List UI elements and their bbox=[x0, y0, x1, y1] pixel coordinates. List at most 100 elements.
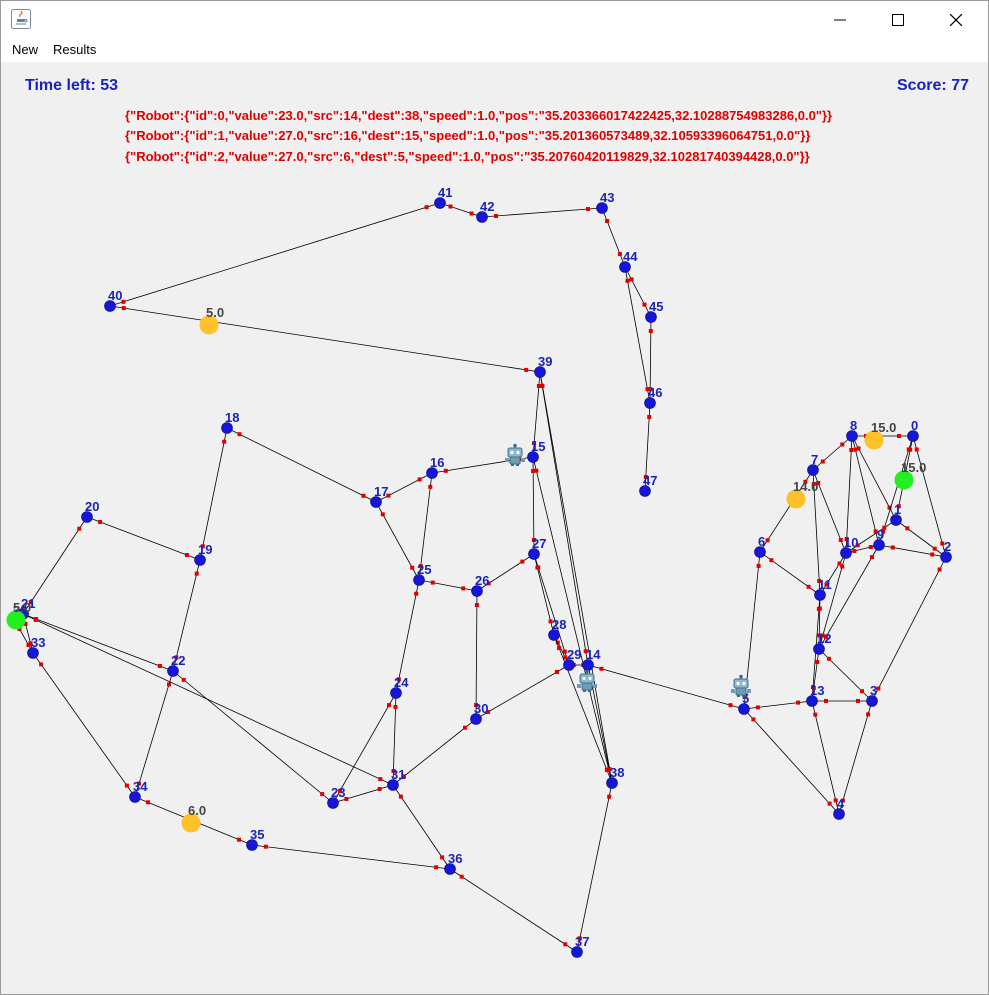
graph-node-2[interactable] bbox=[940, 551, 952, 563]
edge-arrow-marker bbox=[320, 792, 325, 797]
edge-arrow-marker bbox=[827, 656, 831, 661]
edge-24-23 bbox=[332, 692, 397, 804]
edge-arrow-marker bbox=[870, 555, 874, 560]
node-label-38: 38 bbox=[610, 765, 624, 780]
edge-arrow-marker bbox=[607, 794, 612, 799]
minimize-button[interactable] bbox=[811, 1, 869, 38]
edge-arrow-marker bbox=[461, 586, 466, 591]
graph-node-16[interactable] bbox=[426, 467, 438, 479]
graph-node-43[interactable] bbox=[596, 202, 608, 214]
edge-arrow-marker bbox=[398, 794, 403, 799]
graph-node-5[interactable] bbox=[738, 703, 750, 715]
edge-arrow-marker bbox=[428, 484, 433, 489]
node-label-43: 43 bbox=[600, 190, 614, 205]
edge-arrow-marker bbox=[531, 538, 536, 542]
graph-node-39[interactable] bbox=[534, 366, 546, 378]
edge-arrow-marker bbox=[648, 329, 653, 333]
graph-node-19[interactable] bbox=[194, 554, 206, 566]
graph-node-37[interactable] bbox=[571, 946, 583, 958]
edge-arrow-marker bbox=[647, 415, 652, 419]
graph-node-27[interactable] bbox=[528, 548, 540, 560]
menu-new[interactable]: New bbox=[12, 42, 39, 57]
nodes-layer: 0123456789101112131415161718192021222324… bbox=[9, 185, 952, 958]
graph-node-6[interactable] bbox=[754, 546, 766, 558]
node-label-7: 7 bbox=[811, 452, 818, 467]
edge-40-41 bbox=[109, 202, 441, 307]
edge-arrow-marker bbox=[557, 646, 562, 650]
edge-arrow-marker bbox=[414, 591, 419, 596]
graph-node-13[interactable] bbox=[806, 695, 818, 707]
maximize-icon bbox=[892, 13, 904, 26]
graph-node-0[interactable] bbox=[907, 430, 919, 442]
graph-node-36[interactable] bbox=[444, 863, 456, 875]
close-button[interactable] bbox=[927, 1, 985, 38]
edge-arrow-marker bbox=[838, 538, 843, 542]
edge-arrow-marker bbox=[424, 205, 429, 210]
graph-node-42[interactable] bbox=[476, 211, 488, 223]
graph-node-25[interactable] bbox=[413, 574, 425, 586]
graph-node-12[interactable] bbox=[813, 643, 825, 655]
node-label-4: 4 bbox=[837, 796, 845, 811]
graph-node-46[interactable] bbox=[644, 397, 656, 409]
graph-node-18[interactable] bbox=[221, 422, 233, 434]
menu-results[interactable]: Results bbox=[53, 42, 97, 57]
graph-node-30[interactable] bbox=[470, 713, 482, 725]
graph-node-1[interactable] bbox=[890, 514, 902, 526]
graph-node-26[interactable] bbox=[471, 585, 483, 597]
node-label-16: 16 bbox=[430, 455, 444, 470]
edge-arrow-marker bbox=[430, 580, 435, 585]
graph-node-40[interactable] bbox=[104, 300, 116, 312]
robot-info-2: {"Robot":{"id":2,"value":27.0,"src":6,"d… bbox=[125, 149, 810, 164]
graph-node-29[interactable] bbox=[563, 659, 575, 671]
edge-arrow-marker bbox=[386, 493, 391, 498]
graph-node-38[interactable] bbox=[606, 777, 618, 789]
graph-node-23[interactable] bbox=[327, 797, 339, 809]
edge-arrow-marker bbox=[586, 207, 590, 211]
edge-8-10 bbox=[845, 435, 853, 554]
edge-arrow-marker bbox=[237, 837, 241, 842]
edge-26-30 bbox=[475, 590, 478, 720]
graph-node-15[interactable] bbox=[527, 451, 539, 463]
maximize-button[interactable] bbox=[869, 1, 927, 38]
edge-arrow-marker bbox=[815, 660, 820, 664]
pokemon-4 bbox=[6, 610, 26, 630]
graph-node-47[interactable] bbox=[639, 485, 651, 497]
graph-node-17[interactable] bbox=[370, 496, 382, 508]
edge-arrow-marker bbox=[625, 278, 630, 283]
edge-arrow-marker bbox=[806, 584, 811, 589]
graph-node-33[interactable] bbox=[27, 647, 39, 659]
graph-node-44[interactable] bbox=[619, 261, 631, 273]
graph-node-8[interactable] bbox=[846, 430, 858, 442]
node-label-13: 13 bbox=[810, 683, 824, 698]
graph-node-22[interactable] bbox=[167, 665, 179, 677]
graph-node-3[interactable] bbox=[866, 695, 878, 707]
graph-node-35[interactable] bbox=[246, 839, 258, 851]
graph-node-31[interactable] bbox=[387, 779, 399, 791]
edge-24-25 bbox=[395, 579, 420, 694]
graph-node-34[interactable] bbox=[129, 791, 141, 803]
edge-arrow-marker bbox=[361, 493, 366, 498]
edge-12-13 bbox=[811, 648, 820, 702]
edge-arrow-marker bbox=[344, 797, 349, 801]
graph-node-20[interactable] bbox=[81, 511, 93, 523]
edge-1-2 bbox=[895, 519, 947, 558]
edge-34-22 bbox=[134, 670, 174, 798]
edge-arrow-marker bbox=[852, 549, 857, 553]
edge-arrow-marker bbox=[532, 441, 537, 445]
node-label-42: 42 bbox=[480, 199, 494, 214]
graph-node-11[interactable] bbox=[814, 589, 826, 601]
minimize-icon bbox=[834, 19, 846, 20]
graph-node-45[interactable] bbox=[645, 311, 657, 323]
edge-arrow-marker bbox=[448, 204, 453, 209]
graph-node-4[interactable] bbox=[833, 808, 845, 820]
edge-arrow-marker bbox=[811, 482, 816, 486]
edge-21-22 bbox=[22, 613, 174, 672]
graph-node-41[interactable] bbox=[434, 197, 446, 209]
edge-arrow-marker bbox=[536, 565, 541, 570]
graph-node-28[interactable] bbox=[548, 629, 560, 641]
graph-node-9[interactable] bbox=[873, 539, 885, 551]
robot-icon-1 bbox=[577, 669, 597, 692]
graph-node-10[interactable] bbox=[840, 547, 852, 559]
graph-node-7[interactable] bbox=[807, 464, 819, 476]
graph-node-24[interactable] bbox=[390, 687, 402, 699]
